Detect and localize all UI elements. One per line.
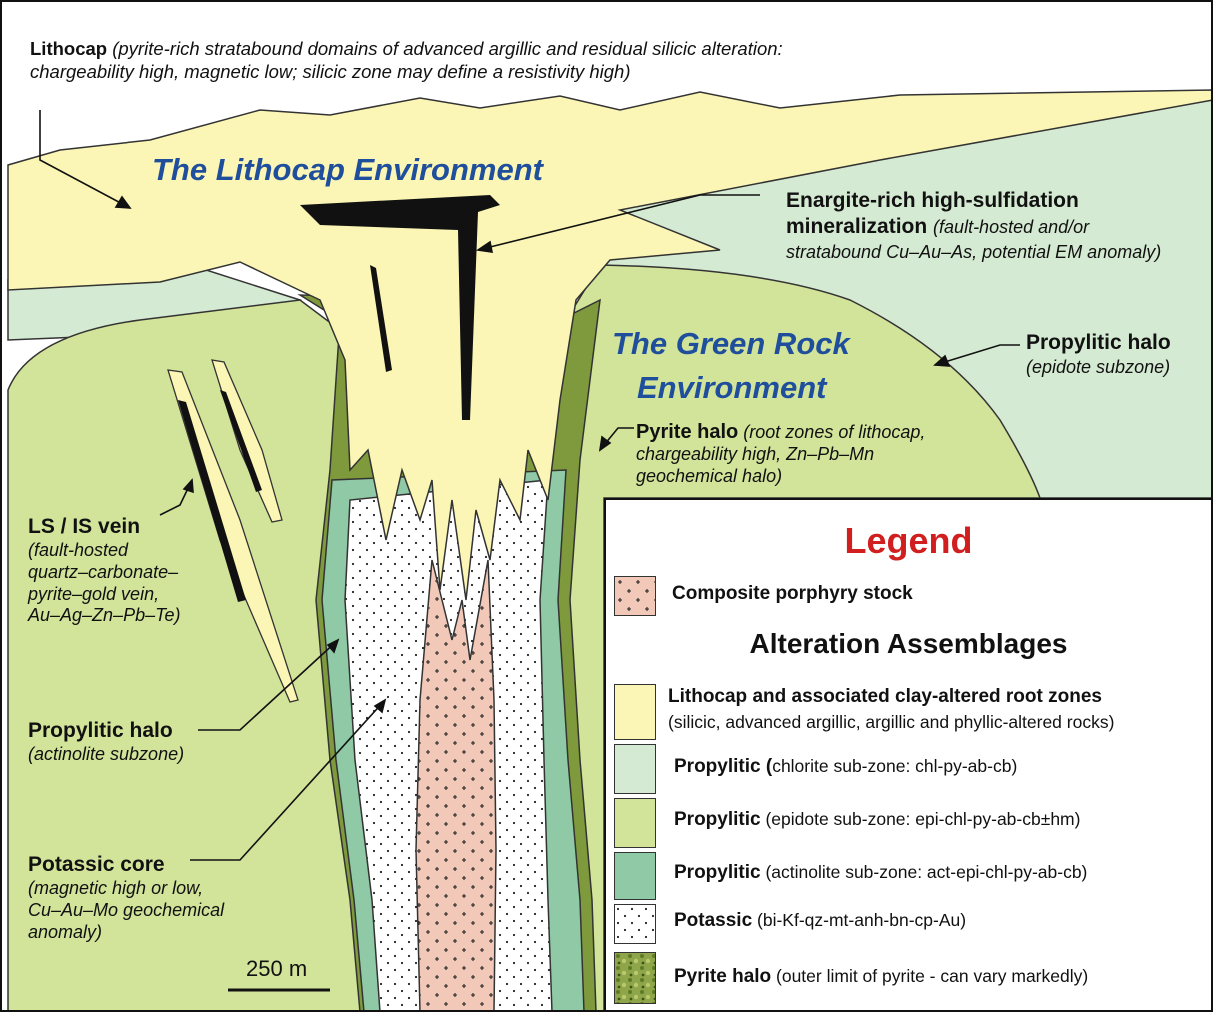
legend-row-epidote: Propylitic (epidote sub-zone: epi-chl-py…	[674, 809, 1080, 831]
vein-label-desc-2: quartz–carbonate–	[28, 562, 178, 582]
pyrite-halo-label-desc-3: geochemical halo)	[636, 466, 782, 486]
legend-lithocap-desc: (silicic, advanced argillic, argillic an…	[668, 712, 1114, 732]
legend-row-porphyry: Composite porphyry stock	[672, 583, 913, 605]
pyrite-halo-label-name: Pyrite halo	[636, 421, 738, 443]
legend-lithocap-name: Lithocap and associated clay-altered roo…	[668, 686, 1102, 707]
lithocap-label-desc-2: chargeability high, magnetic low; silici…	[30, 61, 631, 82]
propylitic-epidote-label: Propylitic halo (epidote subzone)	[1026, 330, 1171, 379]
porphyry-stock-zone	[416, 560, 496, 1012]
propylitic-actinolite-label: Propylitic halo (actinolite subzone)	[28, 718, 184, 766]
potassic-dot-pattern	[615, 905, 655, 943]
legend-swatch-lithocap	[614, 684, 656, 740]
legend-chlorite-desc: chlorite sub-zone: chl-py-ab-cb)	[772, 756, 1017, 776]
legend-epidote-name: Propylitic	[674, 809, 761, 830]
potassic-core-label-desc-2: Cu–Au–Mo geochemical	[28, 900, 224, 920]
legend-actinolite-name: Propylitic	[674, 862, 761, 883]
legend-epidote-desc: (epidote sub-zone: epi-chl-py-ab-cb±hm)	[761, 809, 1081, 829]
vein-label-desc-4: Au–Ag–Zn–Pb–Te)	[28, 605, 180, 625]
legend-panel: Legend Composite porphyry stock Alterati…	[604, 498, 1213, 1012]
legend-title: Legend	[606, 520, 1211, 562]
potassic-core-label: Potassic core (magnetic high or low, Cu–…	[28, 852, 224, 943]
legend-actinolite-desc: (actinolite sub-zone: act-epi-chl-py-ab-…	[761, 862, 1088, 882]
legend-chlorite-name: Propylitic (	[674, 756, 772, 777]
potassic-core-label-desc-1: (magnetic high or low,	[28, 878, 203, 898]
legend-row-actinolite: Propylitic (actinolite sub-zone: act-epi…	[674, 862, 1087, 884]
env-green-rock-title-2: Environment	[637, 370, 826, 406]
vein-label: LS / IS vein (fault-hosted quartz–carbon…	[28, 514, 180, 627]
enargite-label: Enargite-rich high-sulfidation mineraliz…	[786, 188, 1161, 265]
pyrite-halo-label-desc-1: (root zones of lithocap,	[743, 422, 925, 442]
legend-subtitle: Alteration Assemblages	[606, 628, 1211, 660]
pyrite-mottle-pattern	[615, 953, 655, 1003]
propylitic-epidote-label-desc: (epidote subzone)	[1026, 357, 1170, 377]
pyrite-halo-label: Pyrite halo (root zones of lithocap, cha…	[636, 420, 925, 488]
pyrite-halo-label-desc-2: chargeability high, Zn–Pb–Mn	[636, 444, 874, 464]
legend-swatch-porphyry	[614, 576, 656, 616]
legend-porphyry-label: Composite porphyry stock	[672, 583, 913, 604]
lithocap-label: Lithocap (pyrite-rich stratabound domain…	[30, 38, 783, 83]
legend-swatch-chlorite	[614, 744, 656, 794]
legend-potassic-name: Potassic	[674, 910, 752, 931]
legend-row-chlorite: Propylitic (chlorite sub-zone: chl-py-ab…	[674, 756, 1017, 778]
enargite-label-3: stratabound Cu–Au–As, potential EM anoma…	[786, 242, 1161, 262]
legend-row-lithocap-desc: (silicic, advanced argillic, argillic an…	[668, 712, 1114, 733]
legend-swatch-potassic	[614, 904, 656, 944]
scale-label: 250 m	[246, 956, 307, 983]
legend-swatch-pyrite	[614, 952, 656, 1004]
env-green-rock-title-1: The Green Rock	[612, 326, 850, 362]
enargite-label-2: mineralization	[786, 215, 927, 238]
legend-swatch-epidote	[614, 798, 656, 848]
legend-pyrite-name: Pyrite halo	[674, 966, 771, 987]
potassic-core-label-desc-3: anomaly)	[28, 922, 102, 942]
vein-label-desc-1: (fault-hosted	[28, 540, 128, 560]
legend-row-lithocap: Lithocap and associated clay-altered roo…	[668, 686, 1102, 708]
vein-label-desc-3: pyrite–gold vein,	[28, 584, 159, 604]
enargite-label-2-desc: (fault-hosted and/or	[933, 217, 1089, 237]
enargite-label-1: Enargite-rich high-sulfidation	[786, 189, 1079, 212]
potassic-core-label-name: Potassic core	[28, 853, 165, 876]
legend-row-pyrite: Pyrite halo (outer limit of pyrite - can…	[674, 966, 1088, 988]
propylitic-epidote-label-name: Propylitic halo	[1026, 331, 1171, 354]
lithocap-label-name: Lithocap	[30, 38, 107, 59]
legend-potassic-desc: (bi-Kf-qz-mt-anh-bn-cp-Au)	[752, 910, 966, 930]
legend-pyrite-desc: (outer limit of pyrite - can vary marked…	[771, 966, 1088, 986]
propylitic-actinolite-label-name: Propylitic halo	[28, 719, 173, 742]
env-lithocap-title: The Lithocap Environment	[152, 152, 543, 188]
lithocap-label-desc-1: (pyrite-rich stratabound domains of adva…	[112, 38, 782, 59]
propylitic-actinolite-label-desc: (actinolite subzone)	[28, 744, 184, 764]
vein-label-name: LS / IS vein	[28, 515, 140, 538]
porphyry-cross-pattern	[615, 577, 655, 615]
legend-row-potassic: Potassic (bi-Kf-qz-mt-anh-bn-cp-Au)	[674, 910, 966, 932]
legend-swatch-actinolite	[614, 852, 656, 900]
